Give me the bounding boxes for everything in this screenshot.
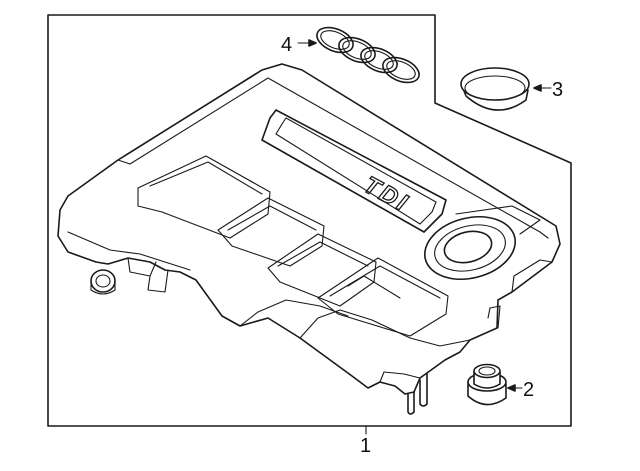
callout-2-label: 2 [523,379,534,401]
cover-pad-middle-left [217,197,325,267]
cap-part [460,67,530,111]
foot-pin-right [419,373,428,407]
cover-pad-right [317,257,449,337]
assembly-frame [47,14,572,427]
engine-cover: TDI [57,63,561,415]
left-nipple [90,269,116,295]
callout-1-label: 1 [360,435,371,457]
callout-3-label: 3 [552,79,563,101]
tdi-badge-plate: TDI [261,109,447,233]
cover-pad-left [137,155,271,239]
grommet-part [467,363,507,406]
callout-4-label: 4 [281,34,292,56]
oil-filler-recess [423,216,517,280]
foot-pin-left [407,391,415,415]
four-rings-emblem [316,26,420,84]
